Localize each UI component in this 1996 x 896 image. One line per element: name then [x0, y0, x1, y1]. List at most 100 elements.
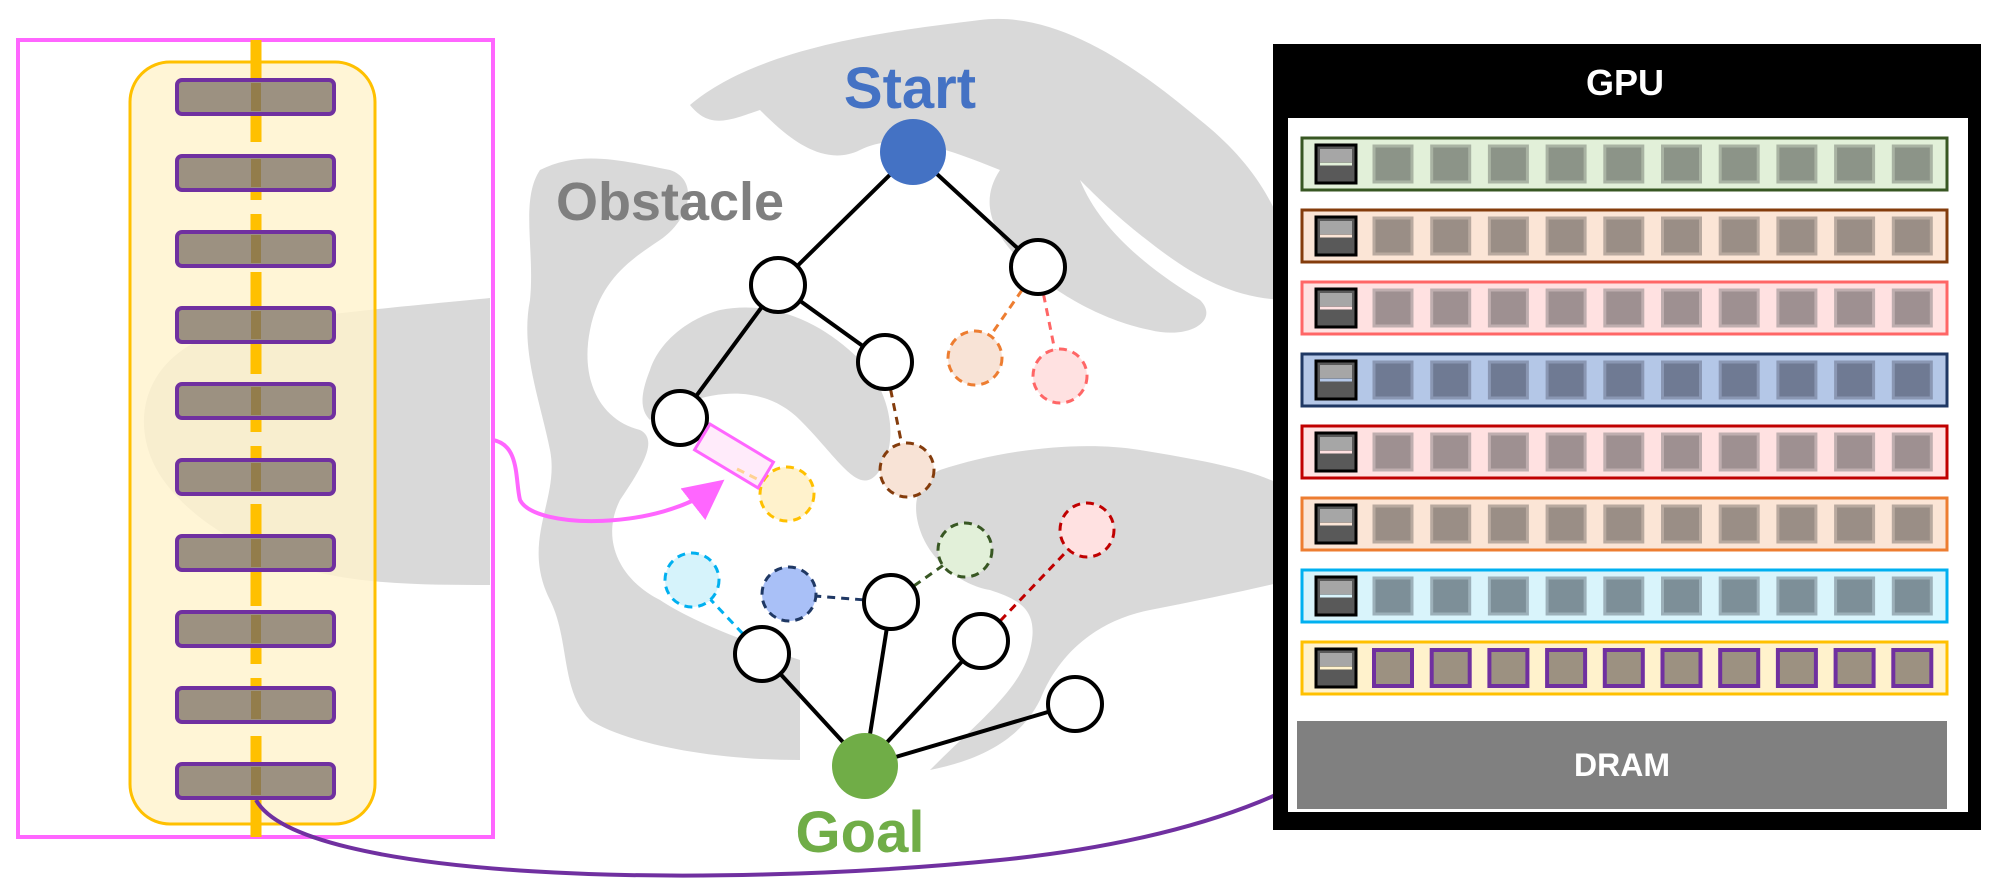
- gpu-thread-row: [1300, 136, 1949, 192]
- gpu-control-cache: [1320, 509, 1352, 522]
- robot-link-axis: [251, 539, 261, 567]
- gpu-core: [1661, 144, 1702, 184]
- gpu-core: [1430, 360, 1472, 400]
- gpu-core: [1776, 504, 1818, 544]
- collision-check-box: [692, 422, 776, 490]
- gpu-core: [1718, 648, 1761, 688]
- robot-link-axis: [251, 767, 261, 795]
- gpu-control-cache: [1320, 149, 1352, 162]
- gpu-core: [1834, 144, 1876, 184]
- dram-label: DRAM: [1574, 747, 1670, 783]
- gpu-core: [1372, 216, 1414, 256]
- gpu-core: [1776, 360, 1818, 400]
- gpu-core: [1718, 504, 1760, 544]
- tree-node-candidate: [760, 565, 818, 623]
- tree-node: [856, 333, 914, 391]
- gpu-core: [1487, 648, 1530, 688]
- gpu-core: [1545, 216, 1587, 256]
- gpu-core: [1776, 576, 1818, 616]
- gpu-core: [1891, 576, 1933, 616]
- robot-link-axis: [251, 311, 261, 339]
- gpu-core: [1430, 288, 1472, 328]
- gpu-core: [1545, 504, 1587, 544]
- goal-label: Goal: [796, 800, 925, 865]
- gpu-core: [1487, 216, 1529, 256]
- gpu-core: [1430, 504, 1472, 544]
- gpu-core: [1718, 288, 1760, 328]
- gpu-thread-row: [1300, 208, 1949, 264]
- goal-node: [832, 733, 898, 799]
- gpu-core: [1430, 144, 1472, 184]
- tree-node-candidate: [946, 329, 1004, 387]
- gpu-thread-row: [1300, 568, 1949, 624]
- gpu-thread-row: [1300, 496, 1949, 552]
- gpu-core: [1372, 648, 1414, 688]
- gpu-core: [1603, 216, 1645, 256]
- gpu-core: [1545, 576, 1587, 616]
- gpu-core: [1775, 648, 1818, 688]
- obstacle-shape-right: [916, 446, 1290, 770]
- gpu-core: [1891, 432, 1933, 472]
- gpu-core: [1603, 144, 1645, 184]
- tree-node-candidate: [936, 521, 994, 579]
- gpu-core: [1603, 288, 1645, 328]
- magnify-arrow: [492, 438, 725, 524]
- gpu-core: [1487, 360, 1529, 400]
- obstacle-label: Obstacle: [556, 172, 784, 232]
- gpu-core: [1891, 648, 1934, 688]
- gpu-core: [1661, 576, 1702, 616]
- gpu-core: [1833, 648, 1876, 688]
- robot-link-axis: [251, 615, 261, 643]
- gpu-core: [1430, 432, 1472, 472]
- gpu-core: [1661, 432, 1702, 472]
- gpu-core: [1834, 504, 1876, 544]
- gpu-control-cache: [1320, 293, 1352, 306]
- gpu-core: [1487, 504, 1529, 544]
- gpu-core: [1372, 576, 1414, 616]
- gpu-core: [1545, 288, 1587, 328]
- tree-node: [1009, 238, 1067, 296]
- gpu-core: [1372, 360, 1414, 400]
- gpu-panel: GPU DRAM: [1273, 44, 1981, 830]
- gpu-control-cache: [1320, 221, 1352, 234]
- gpu-control-cache: [1320, 365, 1352, 378]
- robot-link-axis: [251, 691, 261, 719]
- tree-node-candidate: [758, 465, 816, 523]
- gpu-thread-row: [1300, 424, 1949, 480]
- gpu-core: [1891, 504, 1933, 544]
- gpu-core: [1834, 360, 1876, 400]
- robot-link-axis: [251, 235, 261, 263]
- gpu-core: [1834, 432, 1876, 472]
- gpu-core: [1776, 216, 1818, 256]
- gpu-core: [1718, 576, 1760, 616]
- tree-node: [733, 625, 791, 683]
- tree-node: [749, 256, 807, 314]
- gpu-control-cache: [1320, 581, 1352, 594]
- gpu-core: [1834, 216, 1876, 256]
- gpu-core: [1487, 288, 1529, 328]
- gpu-control-cache: [1320, 437, 1352, 450]
- gpu-core: [1718, 144, 1760, 184]
- gpu-core: [1603, 432, 1645, 472]
- gpu-core: [1891, 288, 1933, 328]
- gpu-control-cache: [1320, 653, 1352, 666]
- gpu-core: [1661, 360, 1702, 400]
- obstacle-shape-middle: [642, 307, 891, 481]
- gpu-core: [1545, 432, 1587, 472]
- tree-node: [651, 389, 709, 447]
- gpu-core: [1430, 576, 1472, 616]
- gpu-core: [1545, 648, 1588, 688]
- gpu-core: [1372, 144, 1414, 184]
- start-label: Start: [844, 56, 976, 121]
- gpu-core: [1661, 288, 1702, 328]
- gpu-core: [1603, 504, 1645, 544]
- tree-node-candidate: [1058, 501, 1116, 559]
- gpu-thread-row: [1300, 352, 1949, 408]
- tree-node-candidate: [1031, 347, 1089, 405]
- gpu-core: [1372, 288, 1414, 328]
- start-node: [880, 119, 946, 185]
- robot-link-axis: [251, 387, 261, 415]
- gpu-core: [1487, 144, 1529, 184]
- gpu-core: [1776, 432, 1818, 472]
- gpu-core: [1603, 576, 1645, 616]
